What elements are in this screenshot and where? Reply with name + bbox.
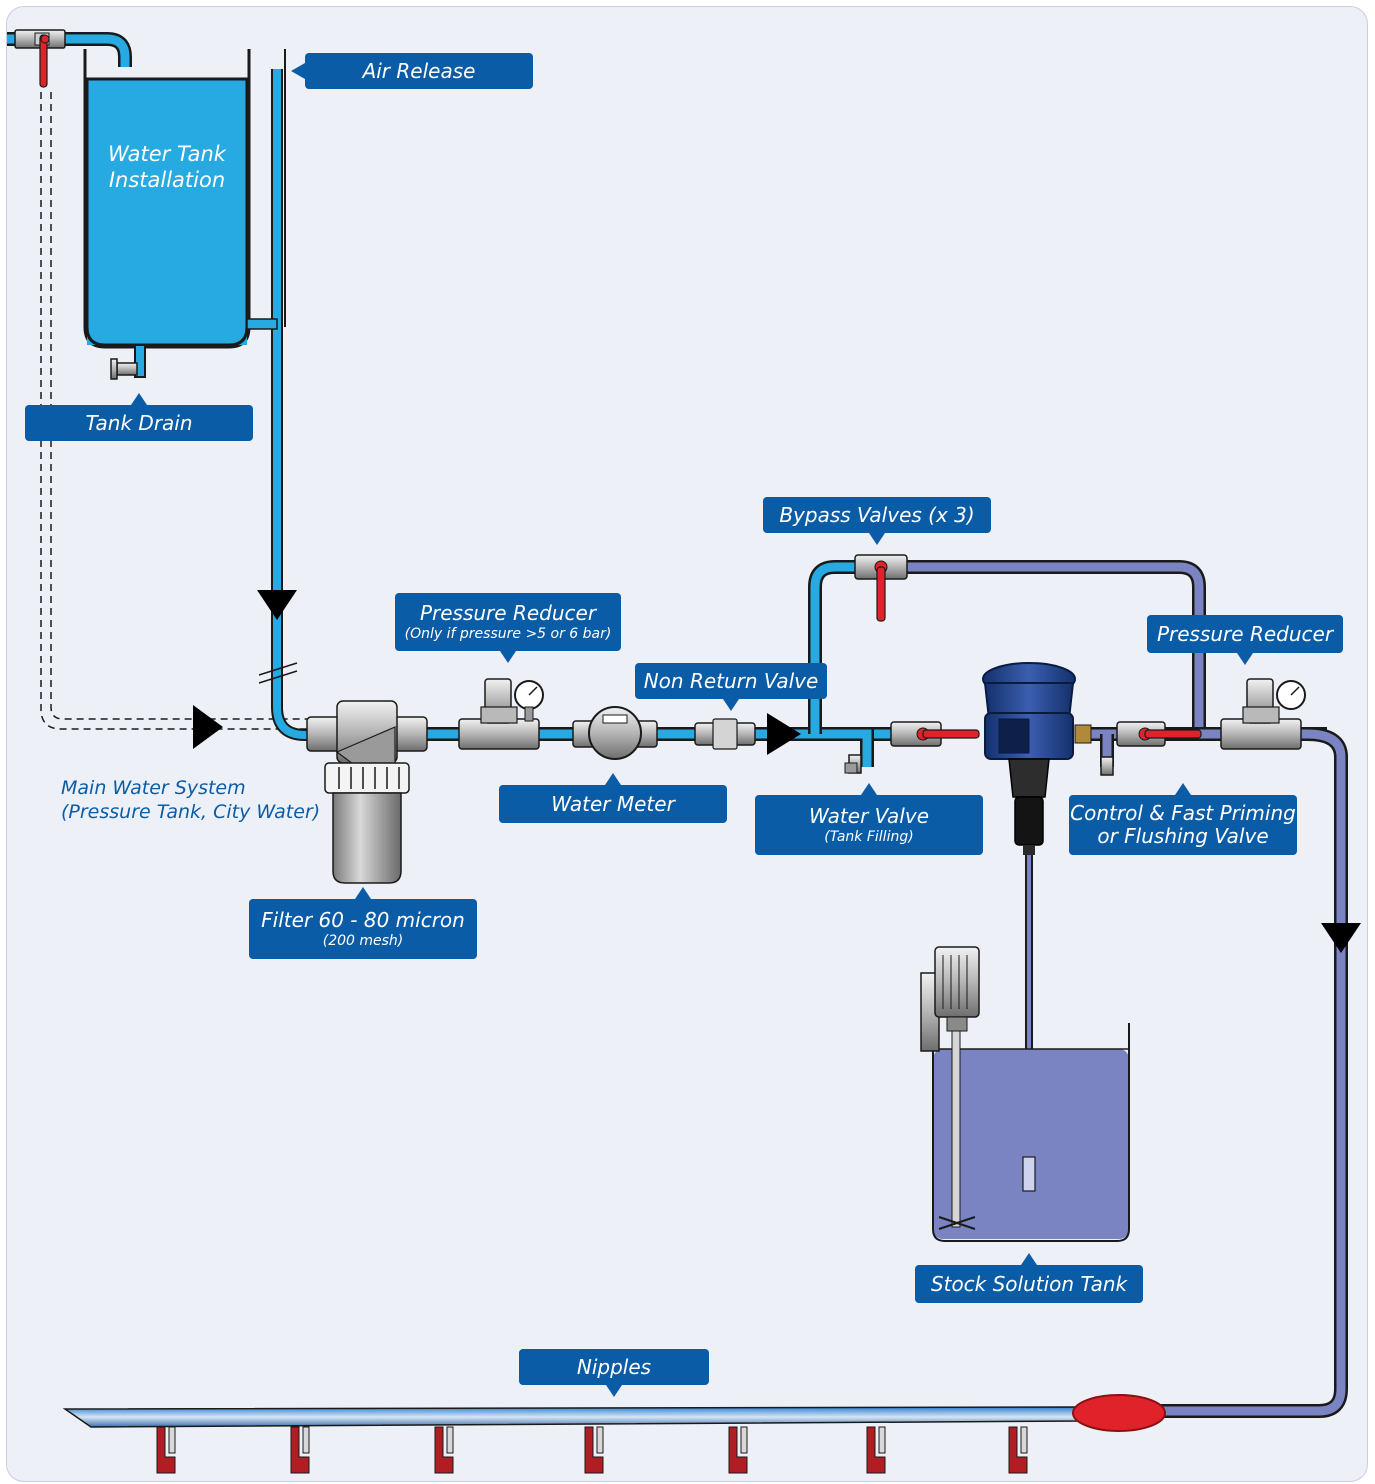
filter-icon <box>306 700 428 884</box>
filter-sublabel: (200 mesh) <box>322 932 404 949</box>
tank-drain-callout: Tank Drain <box>25 393 253 441</box>
nipple-icons <box>156 1426 1028 1474</box>
pressure-reducer-1-callout: Pressure Reducer (Only if pressure >5 or… <box>395 593 621 663</box>
water-meter-callout: Water Meter <box>499 773 727 823</box>
nipples-label: Nipples <box>576 1354 652 1379</box>
diagram-canvas: Water Tank Installation Main Water Syste… <box>6 6 1368 1482</box>
control-valve-icon <box>1100 721 1202 776</box>
plumbing-schematic <box>7 29 1361 1474</box>
main-water-system-title: Main Water System <box>61 777 246 799</box>
flow-arrow-icon <box>257 590 297 620</box>
water-tank-label: Water Tank Installation <box>97 141 237 194</box>
filter-label: Filter 60 - 80 micron <box>261 907 465 932</box>
bypass-valve-icon <box>854 554 908 622</box>
air-release-label: Air Release <box>362 58 476 83</box>
tank-drain-valve-icon <box>110 358 138 380</box>
stock-solution-tank-label: Stock Solution Tank <box>930 1271 1128 1296</box>
control-valve-callout: Control & Fast Priming or Flushing Valve <box>1069 783 1297 855</box>
water-tank <box>83 49 251 378</box>
supply-pipe <box>246 49 317 741</box>
stock-solution-tank <box>932 1023 1130 1242</box>
water-valve-sublabel: (Tank Filling) <box>824 828 914 845</box>
inlet-ball-valve-icon <box>14 29 66 88</box>
pressure-reducer-2-label: Pressure Reducer <box>1156 621 1334 646</box>
water-meter-icon <box>572 706 658 760</box>
flow-arrow-icon <box>1321 923 1361 953</box>
tank-inlet-pipe <box>7 32 132 67</box>
pressure-reducer-icon <box>1220 678 1306 750</box>
main-water-system-subtitle: (Pressure Tank, City Water) <box>61 800 321 823</box>
bypass-valves-label: Bypass Valves (x 3) <box>779 502 975 527</box>
tank-drain-label: Tank Drain <box>85 410 193 435</box>
water-valve-callout: Water Valve (Tank Filling) <box>755 783 983 855</box>
water-meter-label: Water Meter <box>551 791 675 816</box>
main-water-system-label: Main Water System (Pressure Tank, City W… <box>61 777 320 825</box>
air-release-callout: Air Release <box>291 53 533 89</box>
non-return-valve-icon <box>694 718 756 750</box>
mixer-motor-icon <box>920 946 980 1230</box>
non-return-valve-label: Non Return Valve <box>643 668 819 693</box>
pressure-reducer-1-label: Pressure Reducer <box>419 600 597 625</box>
pressure-reducer-icon <box>458 678 544 750</box>
control-valve-label-line2: or Flushing Valve <box>1097 824 1269 848</box>
control-valve-label-line1: Control & Fast Priming <box>1070 801 1296 825</box>
nipple-line <box>62 1394 1166 1432</box>
stock-solution-tank-callout: Stock Solution Tank <box>915 1253 1143 1303</box>
flow-arrow-icon <box>193 705 223 749</box>
water-tank-label-line1: Water Tank <box>108 142 226 166</box>
pressure-reducer-1-sublabel: (Only if pressure >5 or 6 bar) <box>404 625 612 642</box>
water-tank-label-line2: Installation <box>108 168 226 193</box>
nipples-callout: Nipples <box>519 1349 709 1397</box>
doser-inlet-valve-icon <box>890 721 980 747</box>
non-return-valve-callout: Non Return Valve <box>635 663 827 711</box>
water-valve-icon <box>844 754 862 774</box>
water-valve-label: Water Valve <box>808 803 930 828</box>
filter-callout: Filter 60 - 80 micron (200 mesh) <box>249 887 477 959</box>
pressure-reducer-2-callout: Pressure Reducer <box>1147 615 1343 665</box>
bypass-valves-callout: Bypass Valves (x 3) <box>763 497 991 545</box>
flow-arrow-icon <box>767 713 801 755</box>
main-water-dashed-line <box>40 92 307 730</box>
